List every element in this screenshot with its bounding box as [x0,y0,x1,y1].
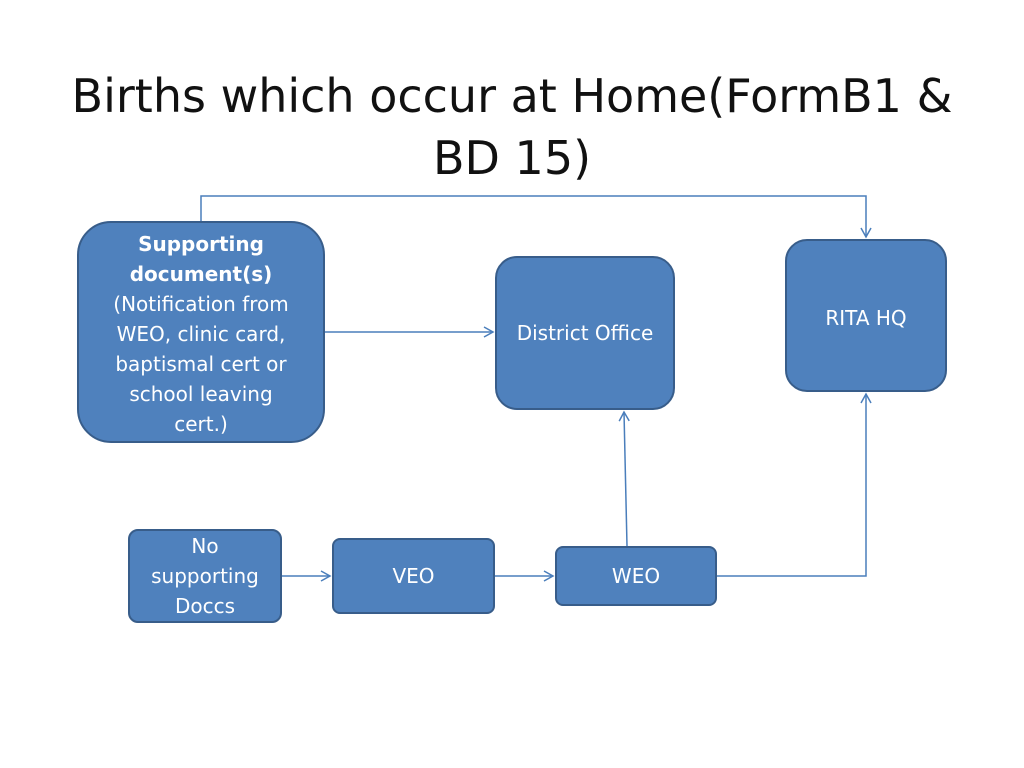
node-weo: WEO [555,546,717,606]
node-veo: VEO [332,538,495,614]
connector-weo-to-district [618,410,630,547]
supporting-detail-line-3: baptismal cert or [115,352,287,376]
weo-label: WEO [611,564,661,588]
connector-weo-to-rita [717,392,872,577]
supporting-detail-line-2: WEO, clinic card, [116,322,286,346]
supporting-heading-line-2: document(s) [129,262,273,286]
supporting-heading-line-1: Supporting [138,232,264,256]
supporting-detail-line-4: school leaving [129,382,273,406]
no-docs-line-2: supporting [151,564,259,588]
slide-title: Births which occur at Home(FormB1 & BD 1… [40,65,984,189]
slide-title-line-1: Births which occur at Home(FormB1 & [71,68,953,123]
veo-label: VEO [392,564,435,588]
node-district-office: District Office [495,256,675,410]
district-office-label: District Office [516,321,654,345]
no-docs-line-1: No [191,534,219,558]
node-no-supporting-docs: No supporting Doccs [128,529,282,623]
no-docs-line-3: Doccs [174,594,236,618]
node-supporting-documents: Supporting document(s) (Notification fro… [77,221,325,443]
slide-title-line-2: BD 15) [432,130,592,185]
rita-hq-label: RITA HQ [825,306,907,330]
supporting-detail-line-1: (Notification from [113,292,289,316]
node-rita-hq: RITA HQ [785,239,947,392]
supporting-detail-line-5: cert.) [174,412,228,436]
